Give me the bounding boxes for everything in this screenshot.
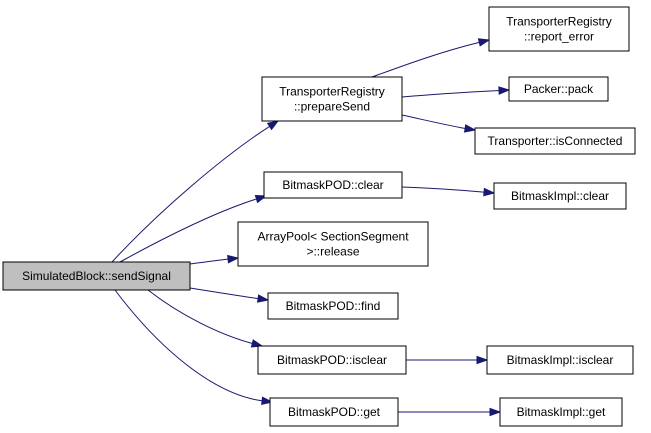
- root-node[interactable]: SimulatedBlock::sendSignal: [2, 261, 191, 291]
- node-box[interactable]: [493, 182, 627, 210]
- node-box[interactable]: [257, 345, 407, 375]
- arrowhead-icon: [254, 195, 268, 204]
- node-label: BitmaskPOD::clear: [282, 178, 383, 192]
- edge-line: [114, 289, 264, 402]
- arrowhead-icon: [266, 120, 280, 131]
- node-label: BitmaskImpl::clear: [511, 189, 609, 203]
- callee-node[interactable]: Packer::pack: [508, 76, 609, 102]
- arrowhead-icon: [476, 355, 489, 365]
- edge-n9-to-n10: [406, 355, 489, 365]
- edge-n11-to-n12: [398, 407, 502, 417]
- edge-line: [401, 114, 467, 130]
- node-box[interactable]: [499, 397, 623, 427]
- node-label: BitmaskPOD::get: [288, 405, 381, 419]
- node-box[interactable]: [508, 76, 609, 102]
- node-label: SimulatedBlock::sendSignal: [22, 269, 171, 283]
- arrowhead-icon: [256, 294, 270, 303]
- callee-node[interactable]: BitmaskPOD::get: [269, 397, 399, 427]
- edge-n0-to-n11: [114, 289, 274, 405]
- node-box[interactable]: [267, 292, 399, 320]
- callee-node[interactable]: BitmaskImpl::clear: [493, 182, 627, 210]
- callee-node[interactable]: BitmaskPOD::clear: [263, 171, 403, 199]
- arrowhead-icon: [483, 187, 496, 197]
- node-box[interactable]: [269, 397, 399, 427]
- node-box[interactable]: [237, 221, 429, 267]
- arrowhead-icon: [498, 86, 511, 95]
- callee-node[interactable]: BitmaskImpl::get: [499, 397, 623, 427]
- node-box[interactable]: [486, 345, 634, 375]
- arrowhead-icon: [261, 396, 274, 405]
- arrowhead-icon: [463, 124, 477, 133]
- edges-layer: [111, 38, 511, 417]
- edge-line: [111, 125, 271, 263]
- edge-line: [189, 287, 260, 300]
- callee-node[interactable]: TransporterRegistry::report_error: [488, 6, 630, 52]
- node-box[interactable]: [474, 127, 636, 155]
- node-label: TransporterRegistry: [506, 15, 612, 29]
- node-label: ::report_error: [524, 30, 594, 44]
- arrowhead-icon: [227, 254, 240, 264]
- nodes-layer: SimulatedBlock::sendSignal TransporterReg…: [2, 6, 636, 427]
- edge-n1-to-n2: [371, 38, 491, 78]
- edge-line: [401, 186, 486, 193]
- node-box[interactable]: [261, 76, 403, 122]
- edge-n0-to-n7: [189, 254, 240, 265]
- arrowhead-icon: [477, 38, 491, 47]
- callee-node[interactable]: BitmaskPOD::find: [267, 292, 399, 320]
- arrowhead-icon: [489, 407, 502, 417]
- edge-line: [401, 89, 501, 98]
- node-box[interactable]: [488, 6, 630, 52]
- edge-n1-to-n3: [401, 86, 511, 98]
- edge-n1-to-n4: [401, 114, 477, 133]
- callee-node[interactable]: ArrayPool< SectionSegment>::release: [237, 221, 429, 267]
- callee-node[interactable]: BitmaskImpl::isclear: [486, 345, 634, 375]
- edge-line: [147, 289, 254, 345]
- node-label: ::prepareSend: [294, 100, 370, 114]
- callee-node[interactable]: Transporter::isConnected: [474, 127, 636, 155]
- edge-n0-to-n1: [111, 120, 280, 263]
- node-label: TransporterRegistry: [279, 85, 385, 99]
- node-label: BitmaskPOD::find: [286, 299, 381, 313]
- callee-node[interactable]: TransporterRegistry::prepareSend: [261, 76, 403, 122]
- node-label: Transporter::isConnected: [488, 134, 623, 148]
- edge-line: [119, 198, 258, 263]
- node-box[interactable]: [263, 171, 403, 199]
- node-label: BitmaskImpl::get: [517, 405, 606, 419]
- node-label: BitmaskPOD::isclear: [277, 353, 387, 367]
- edge-line: [189, 258, 230, 265]
- callee-node[interactable]: BitmaskPOD::isclear: [257, 345, 407, 375]
- arrowhead-icon: [250, 339, 264, 348]
- edge-n5-to-n6: [401, 186, 496, 197]
- edge-n0-to-n5: [119, 195, 268, 263]
- node-label: >::release: [306, 245, 359, 259]
- edge-n0-to-n8: [189, 287, 270, 303]
- node-label: Packer::pack: [524, 82, 594, 96]
- node-box[interactable]: [2, 261, 191, 291]
- edge-line: [371, 41, 481, 78]
- edge-n0-to-n9: [147, 289, 264, 348]
- node-label: BitmaskImpl::isclear: [507, 353, 614, 367]
- node-label: ArrayPool< SectionSegment: [257, 230, 409, 244]
